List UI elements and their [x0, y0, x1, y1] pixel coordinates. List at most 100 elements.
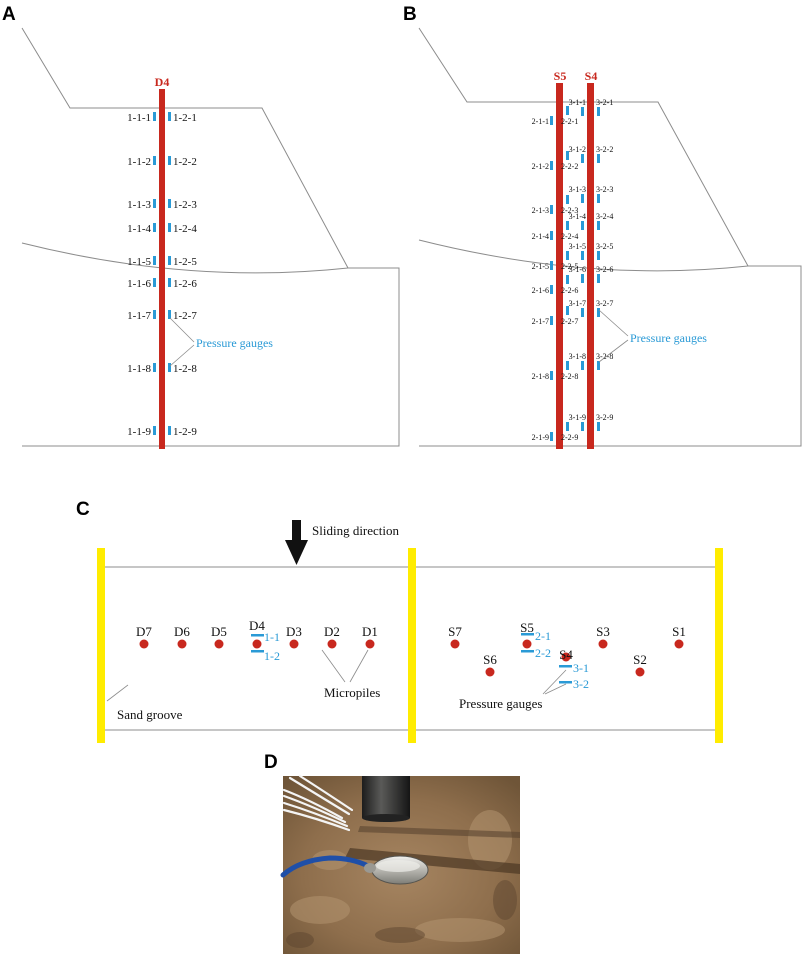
gauge-marker [153, 223, 156, 232]
gauge-marker [581, 221, 584, 230]
micropile-marker [252, 639, 262, 649]
gauge-label: 1-1-6 [127, 278, 151, 290]
gauge-marker [550, 261, 553, 270]
micropile-label: D3 [286, 624, 302, 639]
micropiles-label: Micropiles [324, 685, 380, 700]
gauge-marker [566, 151, 569, 160]
pressure-gauges-label: Pressure gauges [459, 696, 542, 711]
annotation-pressure-gauges: Pressure gauges [630, 331, 707, 345]
gauge-label: 3-1-3 [569, 185, 586, 194]
gauge-label: 3-2-7 [596, 299, 613, 308]
gauge-marker [581, 194, 584, 203]
sliding-direction-label: Sliding direction [312, 523, 400, 538]
gauge-label: 2-1-5 [532, 262, 549, 271]
gauge-marker [153, 363, 156, 372]
micropile-marker [289, 639, 299, 649]
gauge-label: 3-1-6 [569, 265, 586, 274]
annotation-leader [598, 309, 629, 363]
gauge-marker [168, 278, 171, 287]
gauge-marker [550, 205, 553, 214]
gauge-label: 3-2-1 [596, 98, 613, 107]
gauge-label: 1-1-9 [127, 426, 151, 438]
gauge-marker [581, 274, 584, 283]
micropile-marker [635, 667, 645, 677]
gauge-label: 1-2-6 [173, 278, 197, 290]
gauge-label: 3-1-8 [569, 352, 586, 361]
gauge-label: 2-1-4 [532, 232, 549, 241]
gauge-label: 2-2-9 [561, 433, 578, 442]
micropile-marker [674, 639, 684, 649]
gauges-s4: 3-1 3-2 [559, 661, 589, 691]
gauge-marker [168, 310, 171, 319]
micropile-marker [561, 652, 571, 662]
gauge-marker [581, 107, 584, 116]
gauge-label: 1-2-5 [173, 256, 197, 268]
gauge-marker [550, 371, 553, 380]
pile-label-s4: S4 [585, 69, 598, 83]
gauge-label: 2-2 [535, 646, 551, 660]
gauge-marker [566, 361, 569, 370]
gauge-label: 2-2-1 [561, 117, 578, 126]
gauge-marker [597, 274, 600, 283]
micropile-label: S6 [483, 652, 497, 667]
gauge-label: 3-2-4 [596, 212, 613, 221]
gauge-label: 1-2 [264, 649, 280, 663]
gauge-marker [153, 156, 156, 165]
gauge-label: 1-2-4 [173, 223, 197, 235]
gauge-marker [566, 275, 569, 284]
gauge-label: 3-2-5 [596, 242, 613, 251]
gauge-marker [566, 422, 569, 431]
gauges-d4: 1-1 1-2 [251, 630, 280, 663]
gauge-marker [581, 154, 584, 163]
gauge-label: 1-2-3 [173, 199, 197, 211]
gauge-marker [581, 308, 584, 317]
gauge-marker [566, 221, 569, 230]
gauge-marker [566, 251, 569, 260]
gauge-marker [581, 422, 584, 431]
micropile-label: D2 [324, 624, 340, 639]
gauge-label: 2-1-2 [532, 162, 549, 171]
gauge-marker [550, 161, 553, 170]
gauge-marker [550, 285, 553, 294]
gauge-label: 2-2-3 [561, 206, 578, 215]
gauge-marker [168, 223, 171, 232]
gauge-label: 3-1-4 [569, 212, 586, 221]
gauge-marker [153, 199, 156, 208]
gauge-label: 1-2-2 [173, 156, 197, 168]
micropile-label: S3 [596, 624, 610, 639]
panel-a-letter: A [2, 4, 16, 25]
gauge-marker [168, 363, 171, 372]
gauge-label: 1-2-1 [173, 112, 197, 124]
pile-s4 [587, 83, 594, 449]
pile-s5 [556, 83, 563, 449]
gauge-marker [581, 251, 584, 260]
gauge-marker [153, 256, 156, 265]
gauge-label: 2-2-7 [561, 317, 578, 326]
pile-label-s5: S5 [554, 69, 567, 83]
gauge-label: 3-1-1 [569, 98, 586, 107]
gauge-label: 2-1-8 [532, 372, 549, 381]
gauge-marker [597, 422, 600, 431]
gauge-marker [168, 199, 171, 208]
annotation-leader [169, 317, 195, 367]
panel-c-letter: C [76, 499, 90, 520]
gauge-marker [168, 256, 171, 265]
field-photo [280, 774, 520, 954]
gauge-label: 3-1 [573, 661, 589, 675]
gauge-label: 2-1-6 [532, 286, 549, 295]
micropile-label: D1 [362, 624, 378, 639]
gauge-label: 3-2 [573, 677, 589, 691]
gauge-label: 3-2-2 [596, 145, 613, 154]
gauge-label: 3-2-3 [596, 185, 613, 194]
gauge-label: 3-1-2 [569, 145, 586, 154]
gauge-label: 2-1-3 [532, 206, 549, 215]
micropile-marker [598, 639, 608, 649]
gauge-label: 3-1-9 [569, 413, 586, 422]
micropile-marker [522, 639, 532, 649]
micropile-marker [139, 639, 149, 649]
